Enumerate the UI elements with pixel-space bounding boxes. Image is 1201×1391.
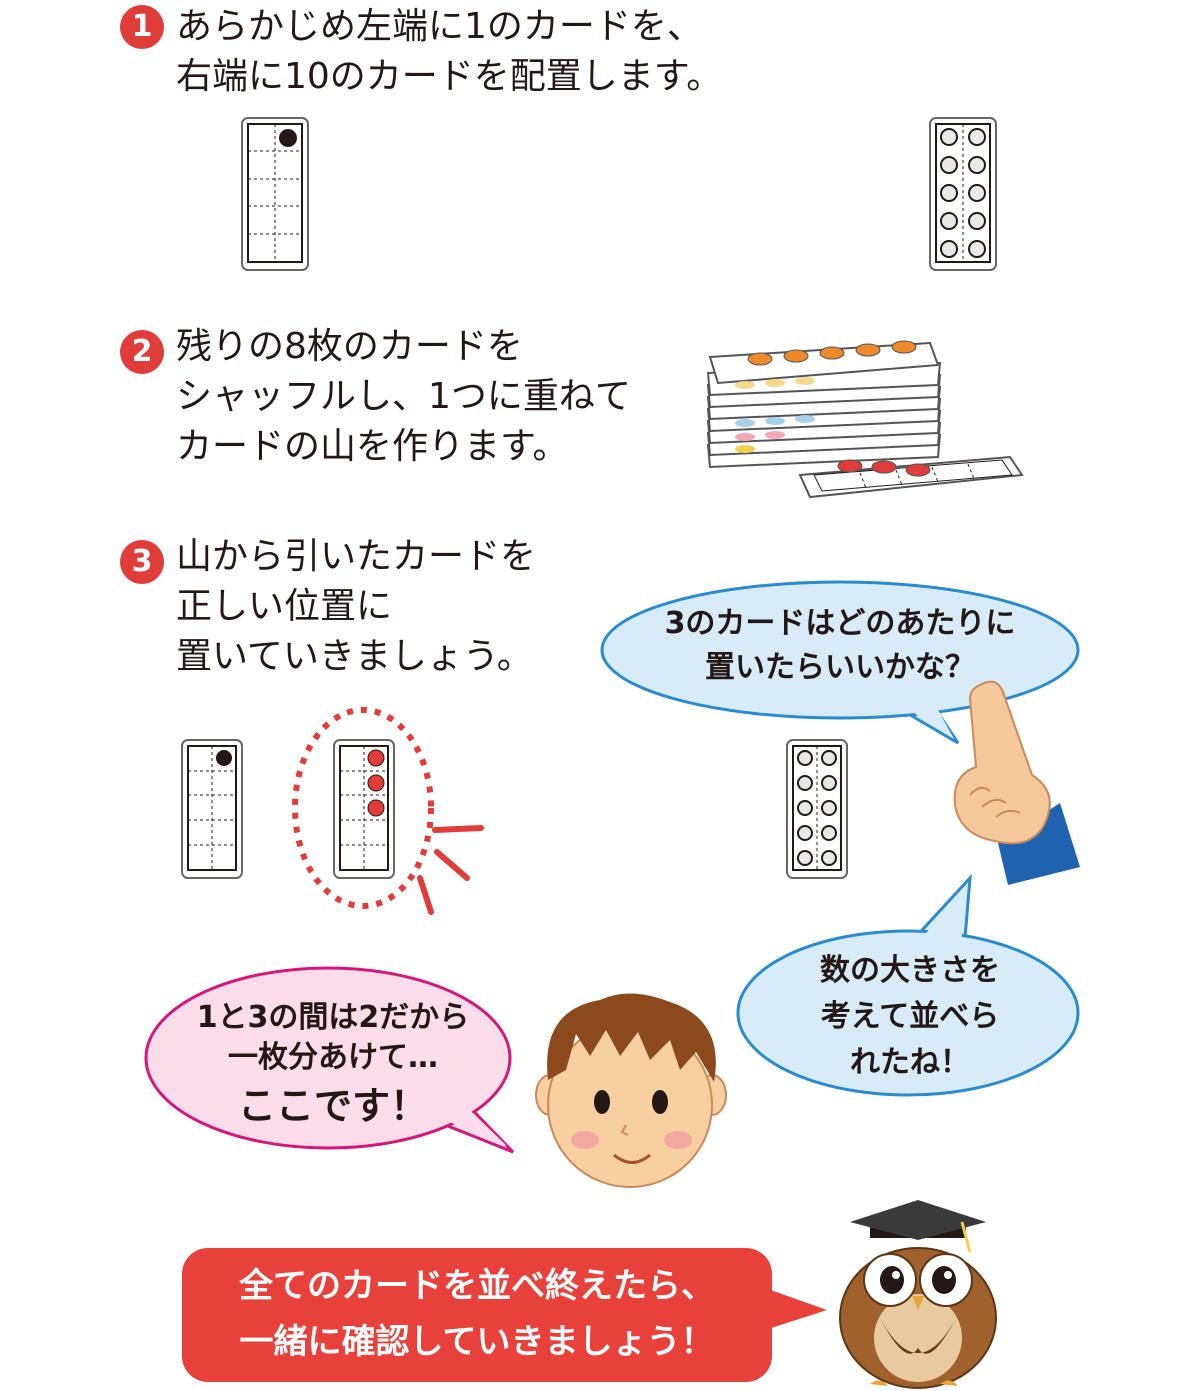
- step-1-text: あらかじめ左端に1のカードを、 右端に10のカードを配置します。: [176, 6, 723, 97]
- card-pile-icon: [706, 340, 1024, 499]
- praise-bubble: [736, 873, 1080, 1097]
- step-3-badge: 3: [120, 540, 164, 584]
- question-bubble-text: 3のカードはどのあたりに 置いたらいいかな？: [664, 606, 1016, 685]
- ten-frame-card-10-icon: [929, 117, 997, 271]
- child-bubble: [144, 966, 515, 1154]
- step-2-text: 残りの8枚のカードを シャッフルし、1つに重ねて カードの山を作ります。: [176, 326, 631, 467]
- ten-frame-card-1-icon: [241, 117, 309, 271]
- ten-frame-card-10-small-icon: [786, 739, 848, 879]
- closing-banner-text: 全てのカードを並べ終えたら、 一緒に確認していきましょう！: [239, 1266, 715, 1362]
- pointing-hand-icon: [953, 680, 1080, 885]
- banner-tail: [765, 1288, 827, 1330]
- highlight-ring: [292, 707, 484, 915]
- praise-bubble-text: 数の大きさを 考えて並べら れたね！: [820, 953, 1000, 1080]
- child-bubble-emphasis: ここです！: [237, 1084, 428, 1128]
- step-1-badge: 1: [120, 5, 164, 49]
- child-bubble-text: 1と3の間は2だから 一枚分あけて…: [196, 1000, 470, 1075]
- step-3-text: 山から引いたカードを 正しい位置に 置いていきましょう。: [176, 536, 537, 677]
- question-bubble: [600, 580, 1080, 745]
- ten-frame-card-1-small-icon: [181, 739, 243, 879]
- closing-banner: [182, 1248, 772, 1382]
- owl-professor-icon: [839, 1200, 997, 1389]
- boy-face-icon: [535, 993, 727, 1188]
- ten-frame-card-3-icon[interactable]: [332, 738, 396, 880]
- step-2-badge: 2: [120, 330, 164, 374]
